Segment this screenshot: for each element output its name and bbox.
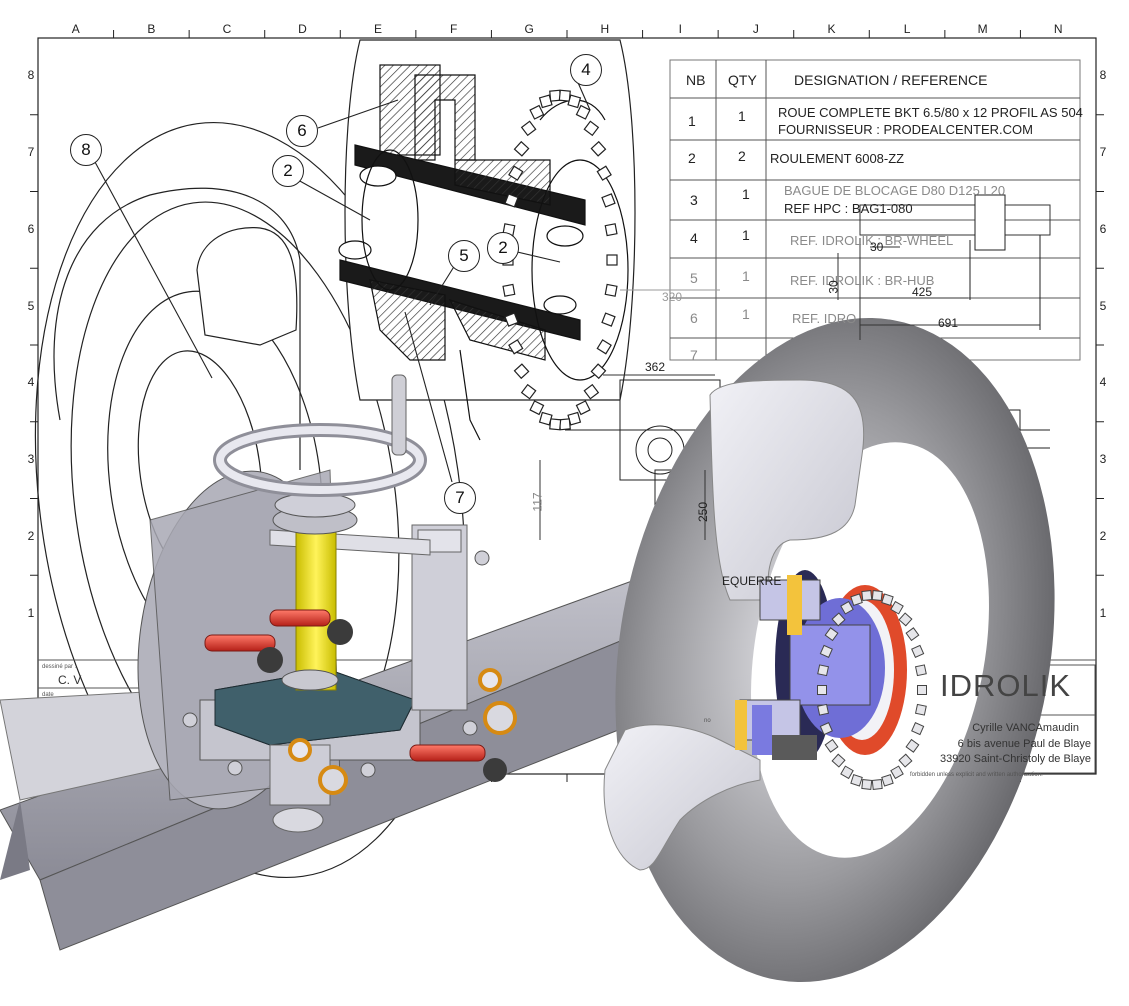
callout-2b: 2 (487, 232, 519, 264)
bom-row-nb: 1 (688, 113, 696, 129)
grid-column-letter: K (827, 22, 836, 36)
grid-row-number: 8 (1099, 68, 1107, 83)
author-name: Cyrille VANCAmaudin (972, 722, 1079, 734)
grid-column-letter: B (147, 22, 156, 36)
grid-column-letter: N (1053, 22, 1063, 36)
grid-row-number: 5 (27, 298, 35, 313)
callout-8: 8 (70, 134, 102, 166)
dimension-lines (539, 238, 1040, 540)
bom-row-qty: 1 (742, 227, 750, 243)
grid-row-number: 4 (1099, 375, 1107, 390)
bom-row-designation: ROUE COMPLETE BKT 6.5/80 x 12 PROFIL AS … (778, 105, 1083, 120)
dimension-425: 425 (912, 285, 933, 299)
bom-row-designation: REF. IDRO (792, 311, 857, 326)
grid-column-letter: J (752, 22, 759, 36)
callout-4: 4 (570, 54, 602, 86)
dimension-30-top: 30 (870, 240, 884, 254)
drawn-by: C. V (58, 673, 82, 687)
title-block-note: no (704, 718, 711, 724)
bom-row-qty: 1 (742, 268, 750, 284)
trailer-frame-render (0, 374, 721, 951)
grid-row-number: 8 (27, 68, 35, 83)
grid-row-number: 6 (27, 221, 35, 236)
grid-column-letter: F (449, 22, 458, 36)
bom-row-reference: REF HPC : BAG1-080 (784, 201, 913, 216)
bom-row-designation: BAGUE DE BLOCAGE D80 D125 L20 (784, 183, 1006, 198)
callout-leaders (94, 77, 591, 483)
dimension-362: 362 (645, 360, 666, 374)
grid-row-number: 1 (1099, 605, 1107, 620)
bom-row-designation: REF. IDROLIK : BR-WHEEL (790, 233, 954, 248)
address-line-1: 6 bis avenue Paul de Blaye (957, 738, 1091, 750)
bom-row-nb: 5 (690, 270, 698, 286)
grid-row-number: 7 (27, 145, 35, 160)
bom-row-reference: FOURNISSEUR : PRODEALCENTER.COM (778, 122, 1033, 137)
callout-2: 2 (272, 155, 304, 187)
bom-row-designation: ROULEMENT 6008-ZZ (770, 151, 905, 166)
callout-5: 5 (448, 240, 480, 272)
grid-row-number: 1 (27, 605, 35, 620)
bom-row-qty: 2 (738, 148, 746, 164)
grid-row-number: 7 (1099, 145, 1107, 160)
dimension-250: 250 (696, 501, 711, 523)
rights-notice: forbidden unless explicit and written au… (910, 772, 1043, 778)
grid-column-letter: L (903, 22, 911, 36)
bom-header-nb: NB (686, 72, 706, 88)
grid-row-number: 3 (27, 452, 35, 467)
tire-line-drawing (34, 121, 466, 879)
drawn-by-label: dessiné par : (42, 664, 77, 670)
callout-6: 6 (286, 115, 318, 147)
grid-column-letter: G (524, 22, 534, 36)
date-label: date (42, 692, 54, 698)
bom-row-nb: 4 (690, 230, 698, 246)
bom-header-designation: DESIGNATION / REFERENCE (794, 72, 988, 88)
bom-header-qty: QTY (728, 72, 757, 88)
grid-row-number: 6 (1099, 221, 1107, 236)
grid-row-number: 3 (1099, 452, 1107, 467)
bom-row-qty: 1 (742, 186, 750, 202)
grid-row-number: 4 (27, 375, 35, 390)
grid-row-number: 5 (1099, 298, 1107, 313)
dimension-117: 117 (530, 492, 545, 512)
hub-cross-section (338, 39, 636, 441)
grid-row-number: 2 (1099, 528, 1107, 543)
tire-cutaway-render (603, 317, 1055, 983)
address-line-2: 33920 Saint-Christoly de Blaye (939, 753, 1091, 765)
grid-row-number: 2 (27, 528, 35, 543)
bom-row-nb: 6 (690, 310, 698, 326)
bom-row-nb: 7 (690, 347, 698, 363)
bom-row-qty: 1 (738, 108, 746, 124)
dimension-30-vertical: 30 (826, 280, 841, 294)
grid-column-letter: C (222, 22, 232, 36)
grid-column-letter: A (71, 22, 80, 36)
sprocket-render (817, 590, 927, 790)
bom-row-nb: 3 (690, 192, 698, 208)
bom-row-nb: 2 (688, 150, 696, 166)
grid-column-letter: I (678, 22, 683, 36)
bom-table-lines (669, 59, 1081, 361)
bom-row-designation: REF. IDROLIK : BR-HUB (790, 273, 935, 288)
grid-column-letter: M (977, 22, 988, 36)
dimension-320: 320 (662, 290, 683, 304)
dimension-691: 691 (938, 316, 959, 330)
dimension-equerre: EQUERRE (722, 574, 782, 588)
grid-column-letter: D (298, 22, 307, 36)
bom-row-qty: 1 (742, 306, 750, 322)
callout-7: 7 (444, 482, 476, 514)
brand-name: IDROLIK (940, 668, 1072, 703)
grid-column-letter: H (600, 22, 610, 36)
grid-column-letter: E (374, 22, 383, 36)
